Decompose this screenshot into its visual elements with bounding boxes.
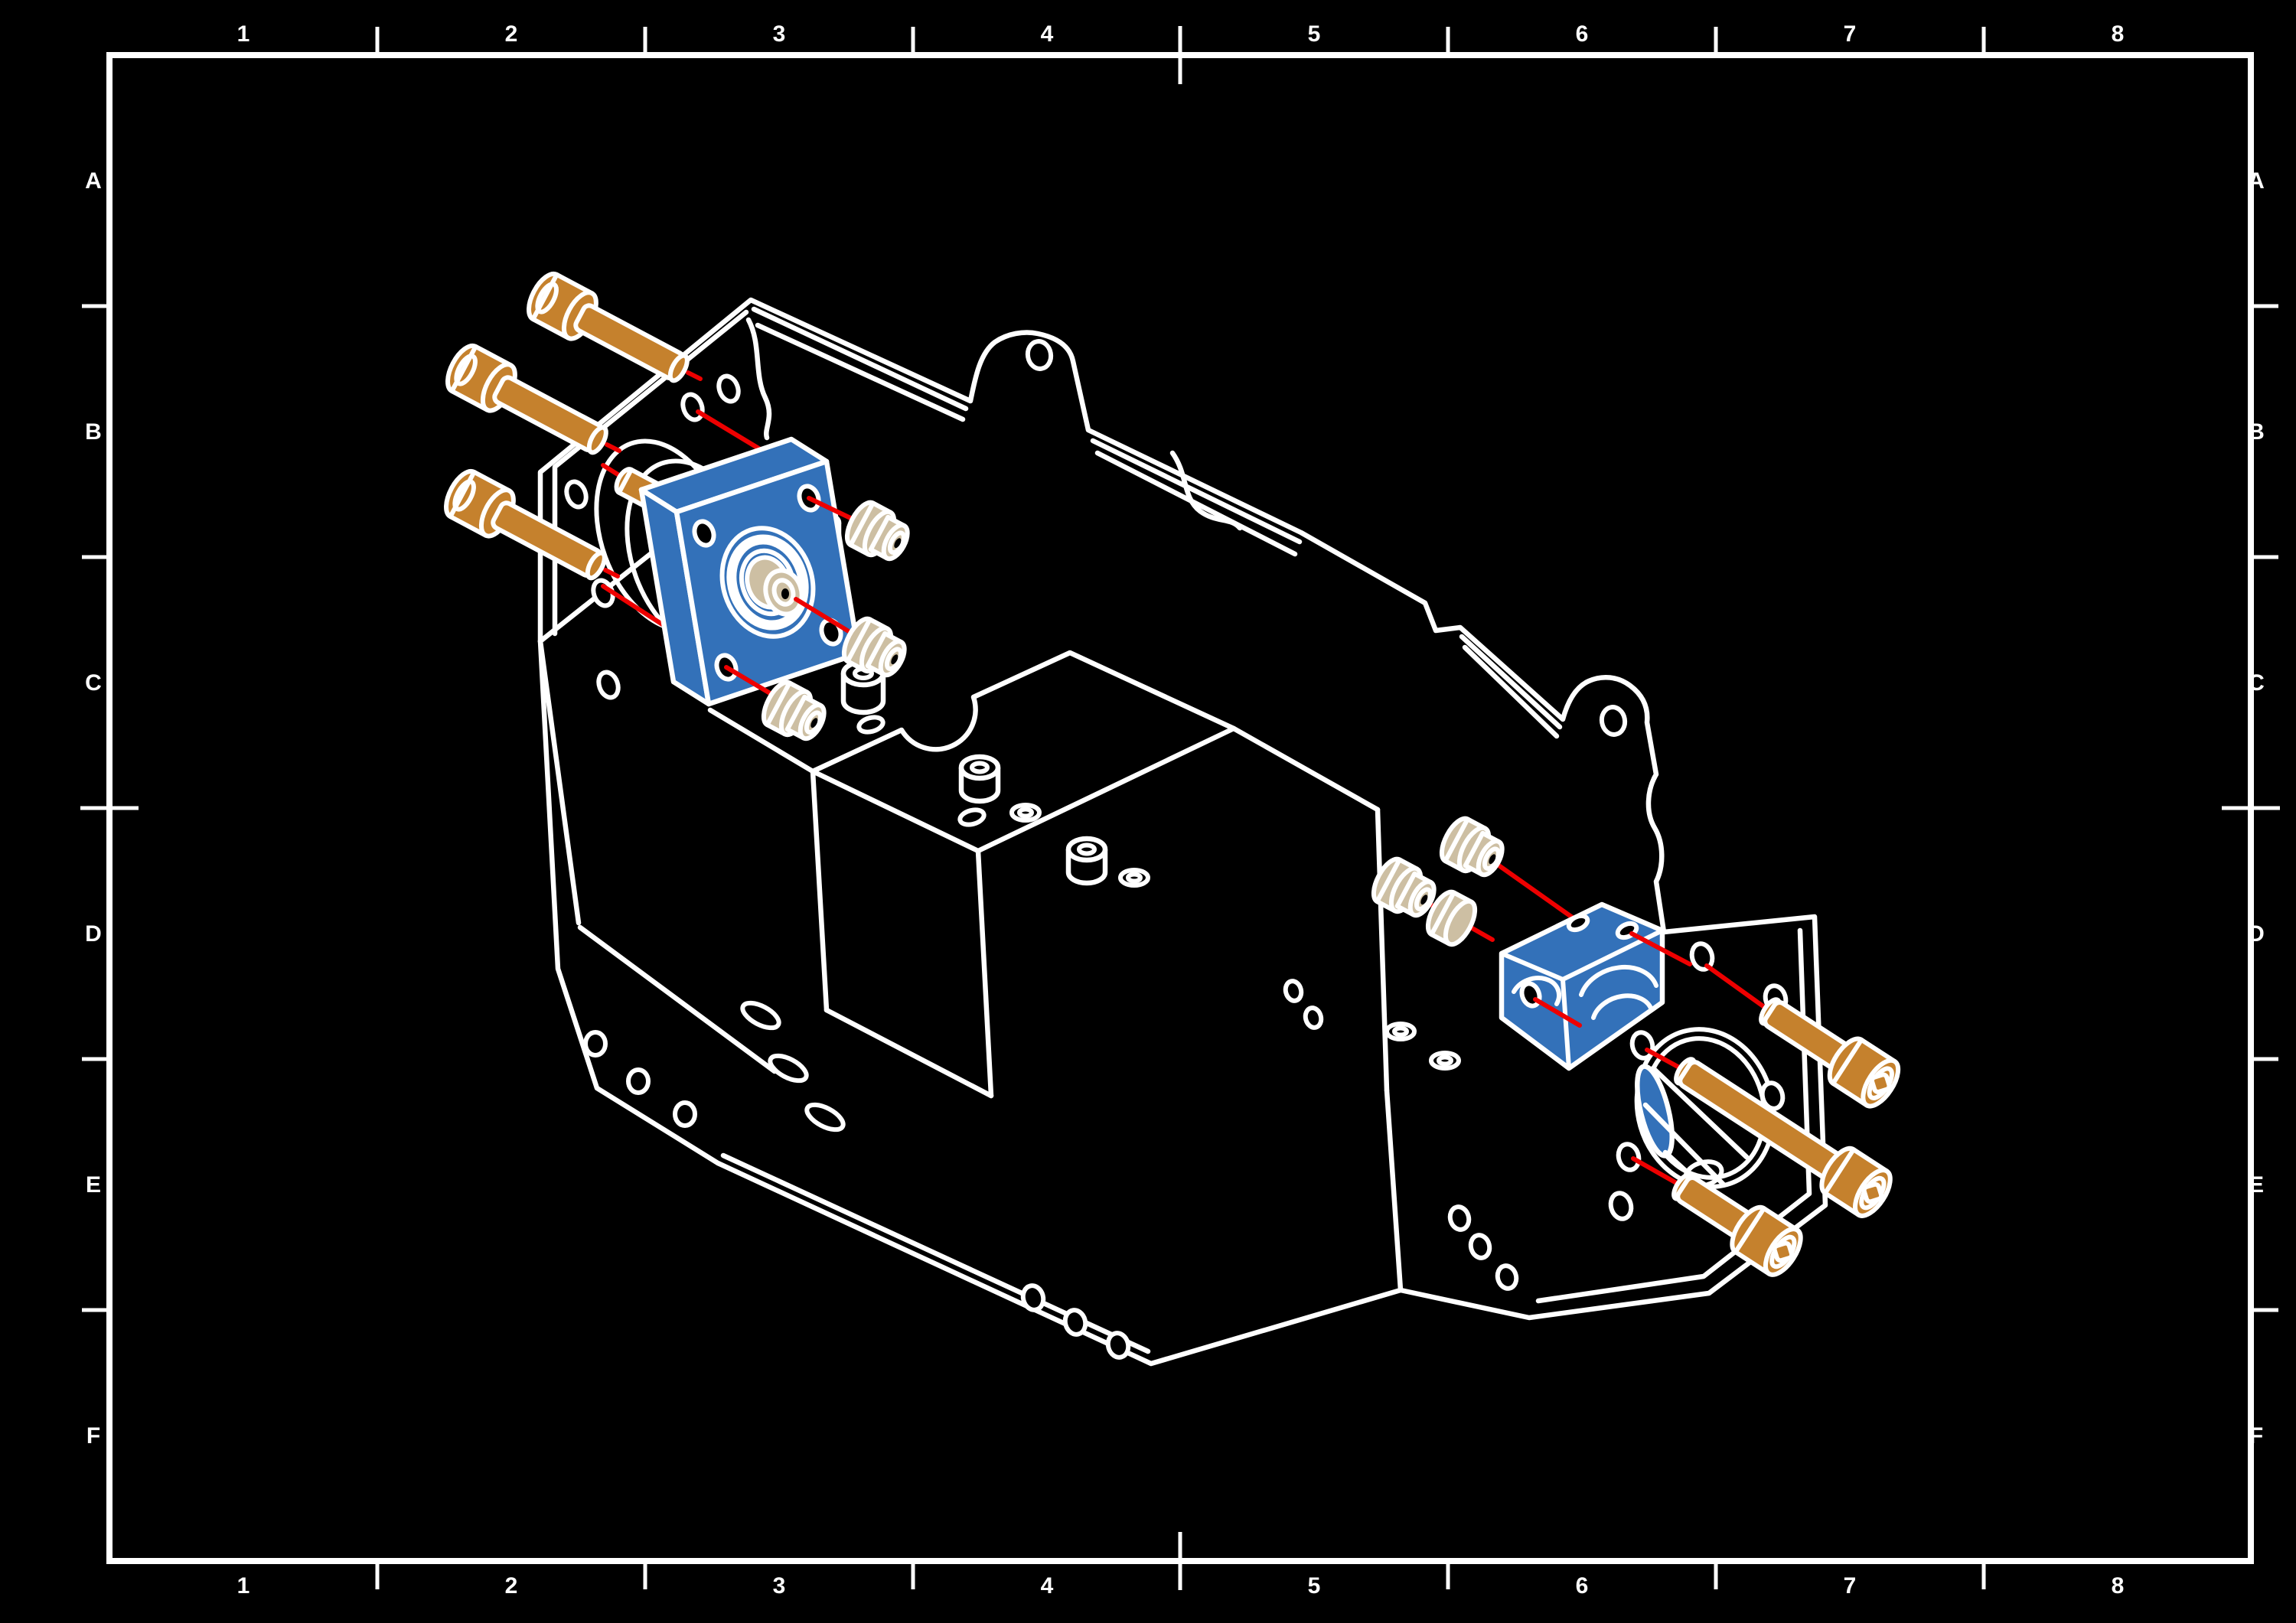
assembly-axis-line <box>1482 853 1576 921</box>
socket-head-screw <box>527 271 690 383</box>
assembly-axis-line <box>724 665 778 699</box>
zone-label-row-c-left: C <box>85 670 102 696</box>
flanged-spacer <box>1371 856 1437 918</box>
right-plate-holes <box>1608 941 1789 1221</box>
assembly-axis-line <box>794 597 861 640</box>
zone-label-col-4-bottom: 4 <box>1041 1573 1054 1599</box>
zone-label-row-c-right: C <box>2248 670 2265 696</box>
right-tab-hole <box>1599 705 1628 737</box>
right-mount-assembly <box>1371 816 1901 1277</box>
zone-label-col-7-bottom: 7 <box>1844 1573 1857 1599</box>
zone-label-col-5-bottom: 5 <box>1308 1573 1321 1599</box>
zone-label-row-e-right: E <box>2249 1172 2264 1198</box>
flanged-spacer <box>1425 889 1478 947</box>
left-bearing-block <box>638 436 862 707</box>
socket-head-screw <box>444 468 607 581</box>
zone-label-col-8-top: 8 <box>2112 21 2125 47</box>
zone-label-col-3-bottom: 3 <box>773 1573 786 1599</box>
zone-label-col-4-top: 4 <box>1041 21 1054 47</box>
mid-tab-hole <box>1025 339 1054 371</box>
assembly-axis-line <box>686 370 703 381</box>
chassis-window-cutout <box>810 650 1237 854</box>
assembly-axis-line <box>603 568 620 578</box>
socket-head-screw <box>1671 1172 1803 1277</box>
zone-label-row-d-right: D <box>2248 921 2265 947</box>
flanged-spacer <box>841 616 907 678</box>
zone-label-row-e-left: E <box>86 1172 101 1198</box>
zone-labels: 1 2 3 4 5 6 7 8 1 2 3 4 5 6 7 8 A B C D … <box>85 21 2265 1599</box>
socket-head-screw <box>1674 1057 1893 1218</box>
zone-label-row-d-left: D <box>85 921 102 947</box>
chassis-silhouette <box>537 297 1828 1367</box>
socket-head-screw <box>1759 997 1901 1109</box>
left-plate-holes <box>564 373 741 700</box>
flanged-spacer <box>761 680 827 741</box>
left-bearing <box>719 526 816 639</box>
zone-label-row-b-right: B <box>2248 419 2265 445</box>
zone-label-col-3-top: 3 <box>773 21 786 47</box>
assembly-axis-line <box>1704 963 1769 1011</box>
zone-label-row-f-left: F <box>86 1423 100 1449</box>
zone-label-col-6-top: 6 <box>1576 21 1589 47</box>
chassis-floor-holes <box>583 715 1519 1360</box>
flanged-spacer <box>1439 816 1505 878</box>
zone-label-row-a-left: A <box>85 168 102 194</box>
assembly-axis-line <box>1629 931 1692 966</box>
right-bearing-block <box>1499 901 1665 1071</box>
zone-label-row-b-left: B <box>85 419 102 445</box>
zone-label-col-1-top: 1 <box>237 21 250 47</box>
socket-head-screw <box>445 343 608 455</box>
right-plate-bore <box>1634 1027 1776 1201</box>
zone-label-col-5-top: 5 <box>1308 21 1321 47</box>
zone-label-row-f-right: F <box>2249 1423 2263 1449</box>
zone-label-row-a-right: A <box>2248 168 2265 194</box>
right-bearing-block-body <box>1499 901 1665 1071</box>
assembly-axis-line <box>1533 997 1582 1028</box>
border-ticks <box>80 26 2280 1590</box>
left-mount-assembly <box>444 271 910 741</box>
exploded-assembly <box>444 271 1901 1367</box>
zone-label-col-2-bottom: 2 <box>505 1573 518 1599</box>
assembly-axis-line <box>696 409 766 454</box>
zone-label-col-2-top: 2 <box>505 21 518 47</box>
flanged-spacer <box>844 500 910 562</box>
zone-label-col-8-bottom: 8 <box>2112 1573 2125 1599</box>
zone-label-col-1-bottom: 1 <box>237 1573 250 1599</box>
assembly-axis-line <box>605 442 621 453</box>
drawing-border: 1 2 3 4 5 6 7 8 1 2 3 4 5 6 7 8 A B C D … <box>80 21 2280 1599</box>
zone-label-col-6-bottom: 6 <box>1576 1573 1589 1599</box>
assembly-axis-line <box>1645 1048 1683 1071</box>
assembly-axis-line <box>1631 1156 1681 1187</box>
zone-label-col-7-top: 7 <box>1844 21 1857 47</box>
